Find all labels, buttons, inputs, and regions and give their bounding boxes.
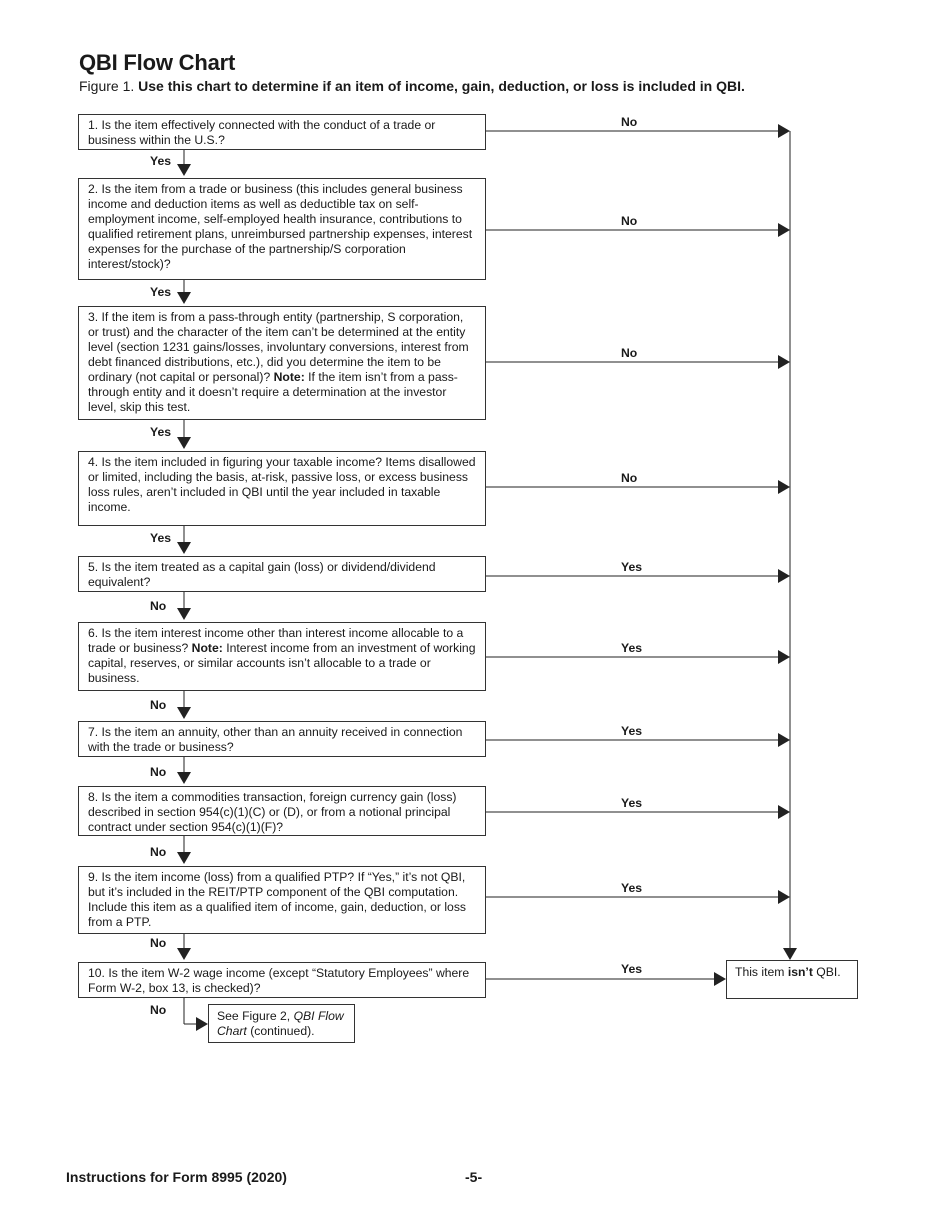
right-arrowhead-8 xyxy=(778,805,790,819)
question-text-6: 6. Is the item interest income other tha… xyxy=(88,626,464,655)
down-arrowhead-1 xyxy=(177,164,191,176)
question-box-4: 4. Is the item included in figuring your… xyxy=(78,451,486,526)
question-text-7: 7. Is the item an annuity, other than an… xyxy=(88,725,463,754)
branch-label-down-8: No xyxy=(150,845,167,859)
question-box-10: 10. Is the item W-2 wage income (except … xyxy=(78,962,486,998)
branch-label-down-6: No xyxy=(150,698,167,712)
question-box-9: 9. Is the item income (loss) from a qual… xyxy=(78,866,486,934)
footer-form-label: Instructions for Form 8995 (2020) xyxy=(66,1169,287,1185)
question-box-6: 6. Is the item interest income other tha… xyxy=(78,622,486,691)
branch-label-down-10: No xyxy=(150,1003,167,1017)
down-arrowhead-3 xyxy=(177,437,191,449)
question-note-3: Note: xyxy=(273,370,305,384)
right-arrowhead-10 xyxy=(714,972,726,986)
branch-label-right-9: Yes xyxy=(621,881,643,895)
branch-label-right-7: Yes xyxy=(621,724,643,738)
outcome-continued-end: (continued). xyxy=(246,1024,315,1038)
down-arrowhead-9 xyxy=(177,948,191,960)
branch-label-right-8: Yes xyxy=(621,796,643,810)
outcome-continued-text: See Figure 2, xyxy=(217,1009,294,1023)
question-text-3-cont: If the item isn’t from a pass-through en… xyxy=(88,370,458,414)
page-title: QBI Flow Chart xyxy=(79,50,236,75)
branch-label-right-6: Yes xyxy=(621,641,643,655)
branch-label-right-4: No xyxy=(621,471,638,485)
question-text-8: 8. Is the item a commodities transaction… xyxy=(88,790,457,834)
branch-label-right-5: Yes xyxy=(621,560,643,574)
outcome-continued-ref: QBI Flow Chart xyxy=(217,1009,344,1038)
question-box-5: 5. Is the item treated as a capital gain… xyxy=(78,556,486,592)
figure-caption-text: Use this chart to determine if an item o… xyxy=(138,78,745,94)
question-box-8: 8. Is the item a commodities transaction… xyxy=(78,786,486,836)
question-box-2: 2. Is the item from a trade or business … xyxy=(78,178,486,280)
branch-label-down-4: Yes xyxy=(150,531,172,545)
question-text-3: 3. If the item is from a pass-through en… xyxy=(88,310,469,384)
figure-caption: Figure 1. Use this chart to determine if… xyxy=(79,78,745,94)
branch-label-down-7: No xyxy=(150,765,167,779)
branch-label-down-2: Yes xyxy=(150,285,172,299)
outcome-not-qbi-bold: isn’t xyxy=(787,965,813,979)
question-text-2: 2. Is the item from a trade or business … xyxy=(88,182,473,271)
branch-label-down-9: No xyxy=(150,936,167,950)
rail-arrowhead xyxy=(783,948,797,960)
branch-label-right-1: No xyxy=(621,115,638,129)
outcome-not-qbi-end: QBI. xyxy=(812,965,841,979)
question-box-1: 1. Is the item effectively connected wit… xyxy=(78,114,486,150)
branch-label-down-1: Yes xyxy=(150,154,172,168)
right-arrowhead-2 xyxy=(778,223,790,237)
down-arrowhead-2 xyxy=(177,292,191,304)
outcome-not-qbi-text: This item xyxy=(735,965,788,979)
outcome-continued: See Figure 2, QBI Flow Chart (continued)… xyxy=(208,1004,355,1043)
question-text-5: 5. Is the item treated as a capital gain… xyxy=(88,560,436,589)
right-arrowhead-1 xyxy=(778,124,790,138)
right-arrowhead-3 xyxy=(778,355,790,369)
down-arrowhead-8 xyxy=(177,852,191,864)
right-arrowhead-6 xyxy=(778,650,790,664)
question-box-7: 7. Is the item an annuity, other than an… xyxy=(78,721,486,757)
branch-label-right-10: Yes xyxy=(621,962,643,976)
branch-label-right-3: No xyxy=(621,346,638,360)
figure-number: Figure 1. xyxy=(79,78,135,94)
down-arrowhead-5 xyxy=(177,608,191,620)
question-text-1: 1. Is the item effectively connected wit… xyxy=(88,118,436,147)
right-arrowhead-5 xyxy=(778,569,790,583)
question-text-4: 4. Is the item included in figuring your… xyxy=(88,455,476,514)
question-box-3: 3. If the item is from a pass-through en… xyxy=(78,306,486,420)
outcome-not-qbi: This item isn’t QBI. xyxy=(726,960,858,999)
down-arrowhead-7 xyxy=(177,772,191,784)
question-note-6: Note: xyxy=(191,641,223,655)
branch-label-down-3: Yes xyxy=(150,425,172,439)
down-arrowhead-10 xyxy=(196,1017,208,1031)
right-arrowhead-4 xyxy=(778,480,790,494)
down-arrowhead-4 xyxy=(177,542,191,554)
right-arrowhead-7 xyxy=(778,733,790,747)
question-text-9: 9. Is the item income (loss) from a qual… xyxy=(88,870,467,929)
branch-label-right-2: No xyxy=(621,214,638,228)
question-text-6-cont: Interest income from an investment of wo… xyxy=(88,641,476,685)
down-arrowhead-6 xyxy=(177,707,191,719)
branch-label-down-5: No xyxy=(150,599,167,613)
footer-page-number: -5- xyxy=(465,1169,483,1185)
right-arrowhead-9 xyxy=(778,890,790,904)
question-text-10: 10. Is the item W-2 wage income (except … xyxy=(88,966,470,995)
